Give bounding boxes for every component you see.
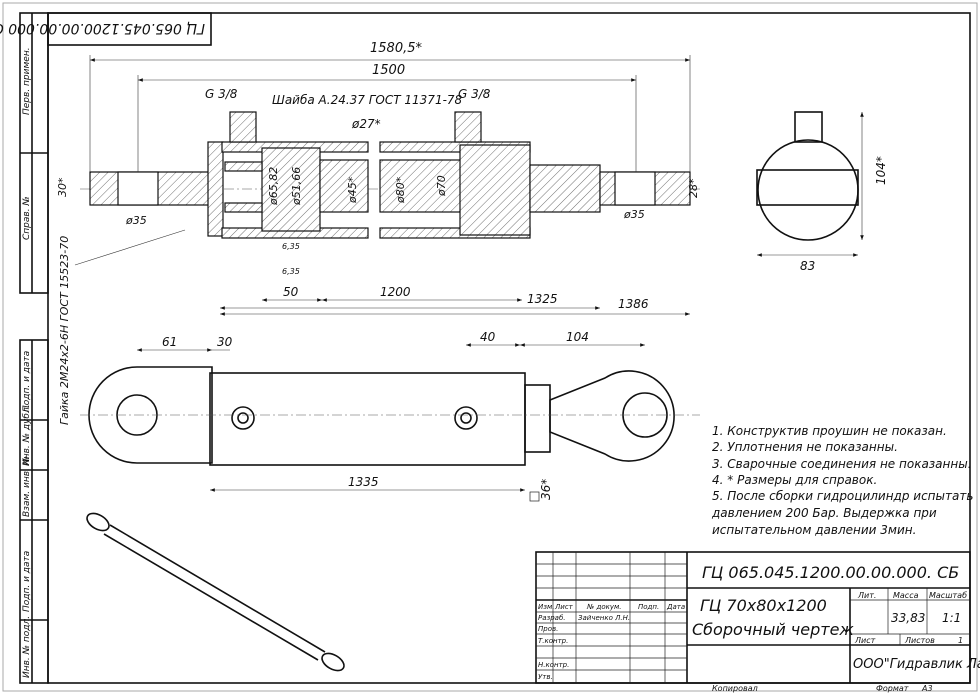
designation: ГЦ 065.045.1200.00.00.000. СБ xyxy=(702,563,959,582)
margin-label: Перв. примен. xyxy=(22,47,32,115)
drawing-label: ø35 xyxy=(623,208,645,221)
drawing-label: ø80* xyxy=(394,176,407,204)
left-end-cap xyxy=(207,141,224,237)
drawing-label: Н.контр. xyxy=(538,661,569,669)
margin-label: Инв. № подл. xyxy=(22,616,32,678)
margin-label: Взам. инв. № xyxy=(22,456,32,517)
drawing-label: 40 xyxy=(480,330,496,344)
margin-label: Инв. № дубл. xyxy=(22,404,32,466)
drawing-label: 3. Сварочные соединения не показанны. xyxy=(712,457,972,471)
drawing-label: Формат xyxy=(876,684,909,693)
title-block: Изм. Лист № докум. Подп. Дата Разраб. Пр… xyxy=(535,551,980,693)
drawing-label: ø51,66 xyxy=(290,167,303,206)
drawing-label: 1:1 xyxy=(942,611,961,625)
company: ООО"Гидравлик Лайн" xyxy=(853,657,980,672)
drawing-label: 1 xyxy=(958,636,963,645)
drawing-label: Подп. xyxy=(638,603,659,611)
margin-label: Справ. № xyxy=(22,196,32,240)
drawing-label: 1. Конструктив проушин не показан. xyxy=(712,424,947,438)
dim-1580: 1580,5* xyxy=(370,41,422,56)
drawing-label: Листов xyxy=(904,636,935,645)
dim-30: 30* xyxy=(56,177,69,197)
drawing-label: ø45* xyxy=(346,176,359,204)
drawing-label: Дата xyxy=(666,603,685,611)
drawing-label: 50 xyxy=(283,285,299,299)
dim-d27: ø27* xyxy=(351,117,381,131)
isometric-view xyxy=(86,512,345,672)
dim-port-right: G 3/8 xyxy=(458,87,491,101)
drawing-label: 33,83 xyxy=(891,611,925,625)
rotated-stamp: ГЦ 065.045.1200.00.00.000 СБ xyxy=(0,12,212,46)
nut-callout: Гайка 2М24х2-6Н ГОСТ 15523-70 xyxy=(58,236,71,425)
drawing-label: 6,35 xyxy=(282,242,300,251)
drawing-label: Утв. xyxy=(538,673,553,681)
dim-port-left: G 3/8 xyxy=(205,87,238,101)
drawing-label: 36* xyxy=(539,479,553,500)
drawing-label: 1200 xyxy=(380,285,411,299)
left-margin-columns: Перв. примен. Справ. № Подп. и дата Инв.… xyxy=(19,12,49,684)
drawing-label: 6,35 xyxy=(282,267,300,276)
drawing-label: 1325 xyxy=(527,292,558,306)
drawing-label: ГЦ 70х80х1200 xyxy=(700,596,827,615)
drawing-label: давлением 200 Бар. Выдержка при xyxy=(711,506,937,520)
rod-left xyxy=(319,159,369,213)
drawing-label: Зайченко Л.Н. xyxy=(578,614,630,622)
margin-label: Подп. и дата xyxy=(22,351,32,412)
drawing-label: 1335 xyxy=(348,475,379,489)
drawing-label: № докум. xyxy=(586,603,622,611)
drawing-label: Копировал xyxy=(712,684,758,693)
drawing-label: Т.контр. xyxy=(538,637,568,645)
drawing-label: 83 xyxy=(800,259,815,273)
piston xyxy=(261,147,321,232)
rod-end xyxy=(529,164,601,213)
plan-view: 61 30 40 104 1335 36* xyxy=(80,330,700,502)
drawing-label: 61 xyxy=(162,335,177,349)
rod-right xyxy=(379,159,471,213)
drawing-label: 4. * Размеры для справок. xyxy=(712,473,877,487)
gland xyxy=(459,144,531,236)
drawing-label: А3 xyxy=(921,684,933,693)
drawing-label: 104* xyxy=(874,156,888,185)
drawing-label: 5. После сборки гидроцилиндр испытать xyxy=(712,489,973,503)
section-view: 1580,5* 1500 G 3/8 G 3/8 Шайба А.24.37 Г… xyxy=(56,41,700,425)
port-left xyxy=(229,111,257,143)
washer-callout: Шайба А.24.37 ГОСТ 11371-78 xyxy=(272,93,463,107)
port-right xyxy=(454,111,482,143)
drawing-label: Масштаб xyxy=(929,591,967,600)
drawing-label: 2. Уплотнения не показанны. xyxy=(712,440,898,454)
dim-d35-left: ø35 xyxy=(125,214,147,227)
drawing-label: 1386 xyxy=(618,297,649,311)
drawing-label: Сборочный чертеж xyxy=(692,620,854,639)
drawing-label: ГЦ 065.045.1200.00.00.000 СБ xyxy=(0,20,205,36)
drawing-label: 104 xyxy=(566,330,589,344)
drawing-label: Масса xyxy=(893,591,919,600)
drawing-label: Лист xyxy=(554,603,574,611)
drawing-label: 28* xyxy=(687,178,700,198)
drawing-label: ø65,82 xyxy=(267,167,280,206)
drawing-label: Пров. xyxy=(538,625,558,633)
drawing-label: Изм. xyxy=(538,603,554,611)
drawing-label: ø70 xyxy=(435,175,448,197)
notes: 1. Конструктив проушин не показан. 2. Уп… xyxy=(711,424,973,537)
dim-1500: 1500 xyxy=(372,63,405,78)
drawing-label: Лит. xyxy=(857,591,876,600)
drawing-label: Разраб. xyxy=(538,614,566,622)
side-view: 104* 83 xyxy=(756,111,888,273)
drawing-label: Лист xyxy=(854,636,876,645)
drawing-label: испытательном давлении 3мин. xyxy=(712,523,916,537)
margin-label: Подп. и дата xyxy=(22,551,32,612)
drawing-label: 30 xyxy=(217,335,233,349)
